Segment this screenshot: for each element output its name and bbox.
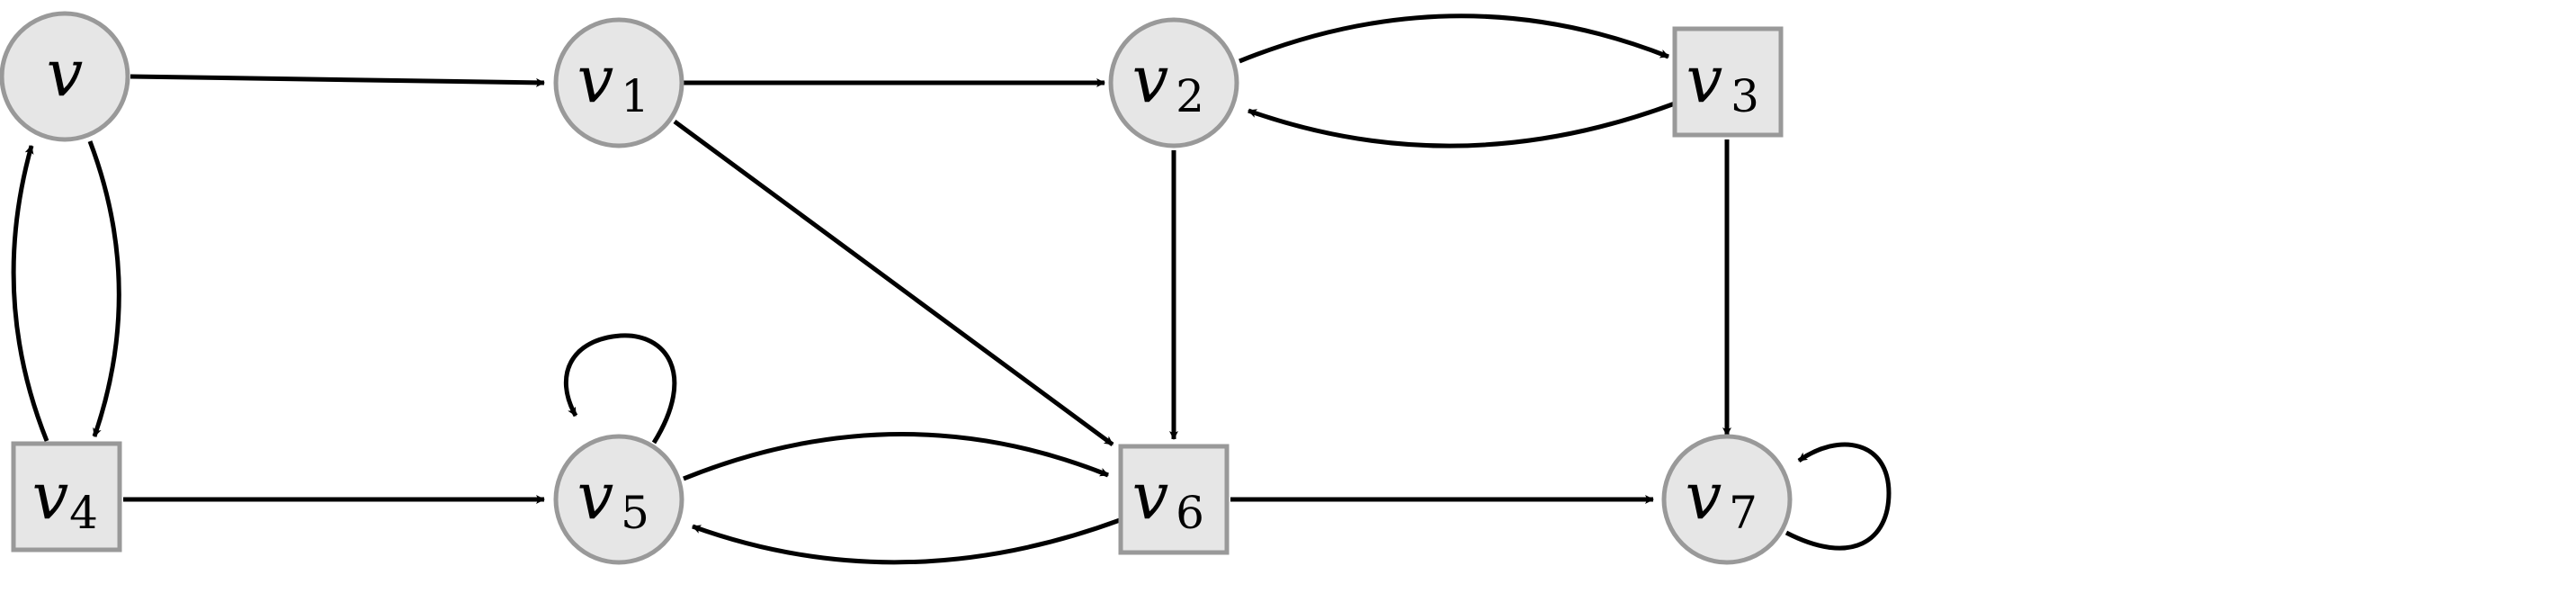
svg-text:7: 7 bbox=[1729, 487, 1758, 539]
edge-v7-v7 bbox=[1784, 442, 1892, 551]
svg-text:1: 1 bbox=[621, 70, 649, 122]
svg-text:v: v bbox=[1132, 458, 1169, 534]
node-v7-label: v bbox=[1686, 458, 1722, 534]
edge-v-v4 bbox=[87, 140, 121, 437]
edge-v6-v5 bbox=[692, 517, 1121, 565]
svg-text:v: v bbox=[577, 41, 614, 117]
node-v4-label: v bbox=[32, 458, 69, 534]
edge-v4-v bbox=[11, 145, 49, 442]
node-group: v v 1 v 2 v 3 bbox=[0, 11, 1793, 565]
node-v4[interactable]: v 4 bbox=[11, 441, 122, 553]
node-v1-label: v bbox=[577, 41, 614, 117]
node-v2[interactable]: v 2 bbox=[1108, 17, 1239, 148]
node-v7[interactable]: v 7 bbox=[1661, 434, 1793, 565]
svg-text:v: v bbox=[577, 458, 614, 534]
svg-text:5: 5 bbox=[621, 487, 649, 539]
edge-v3-v2 bbox=[1248, 101, 1676, 148]
svg-text:2: 2 bbox=[1176, 70, 1204, 122]
edge-group bbox=[11, 13, 1892, 565]
node-v2-label: v bbox=[1132, 41, 1169, 117]
node-v-label: v bbox=[47, 35, 84, 111]
svg-text:v: v bbox=[32, 458, 69, 534]
svg-text:v: v bbox=[1686, 458, 1722, 534]
svg-text:6: 6 bbox=[1176, 487, 1204, 539]
node-v3-label: v bbox=[1686, 41, 1723, 117]
node-v[interactable]: v bbox=[0, 11, 130, 142]
svg-text:v: v bbox=[1132, 41, 1169, 117]
node-v4-subscript: 4 bbox=[69, 487, 98, 539]
node-v5-subscript: 5 bbox=[621, 487, 649, 539]
node-v2-subscript: 2 bbox=[1176, 70, 1204, 122]
svg-text:4: 4 bbox=[69, 487, 98, 539]
node-v1[interactable]: v 1 bbox=[553, 17, 684, 148]
node-v5[interactable]: v 5 bbox=[553, 434, 684, 565]
node-v6-subscript: 6 bbox=[1176, 487, 1204, 539]
node-v3-subscript: 3 bbox=[1731, 70, 1759, 122]
node-v6[interactable]: v 6 bbox=[1118, 444, 1230, 555]
edge-v-v1 bbox=[130, 74, 545, 87]
node-v7-subscript: 7 bbox=[1729, 487, 1758, 539]
node-v1-subscript: 1 bbox=[621, 70, 649, 122]
edge-v1-v6 bbox=[673, 119, 1114, 447]
node-v3[interactable]: v 3 bbox=[1672, 26, 1784, 138]
edge-v2-v3 bbox=[1239, 13, 1669, 64]
edge-v5-v6 bbox=[683, 432, 1109, 481]
node-v5-label: v bbox=[577, 458, 614, 534]
svg-text:v: v bbox=[47, 35, 84, 111]
node-v6-label: v bbox=[1132, 458, 1169, 534]
svg-text:v: v bbox=[1686, 41, 1723, 117]
edge-v5-v5 bbox=[563, 333, 677, 445]
svg-text:3: 3 bbox=[1731, 70, 1759, 122]
